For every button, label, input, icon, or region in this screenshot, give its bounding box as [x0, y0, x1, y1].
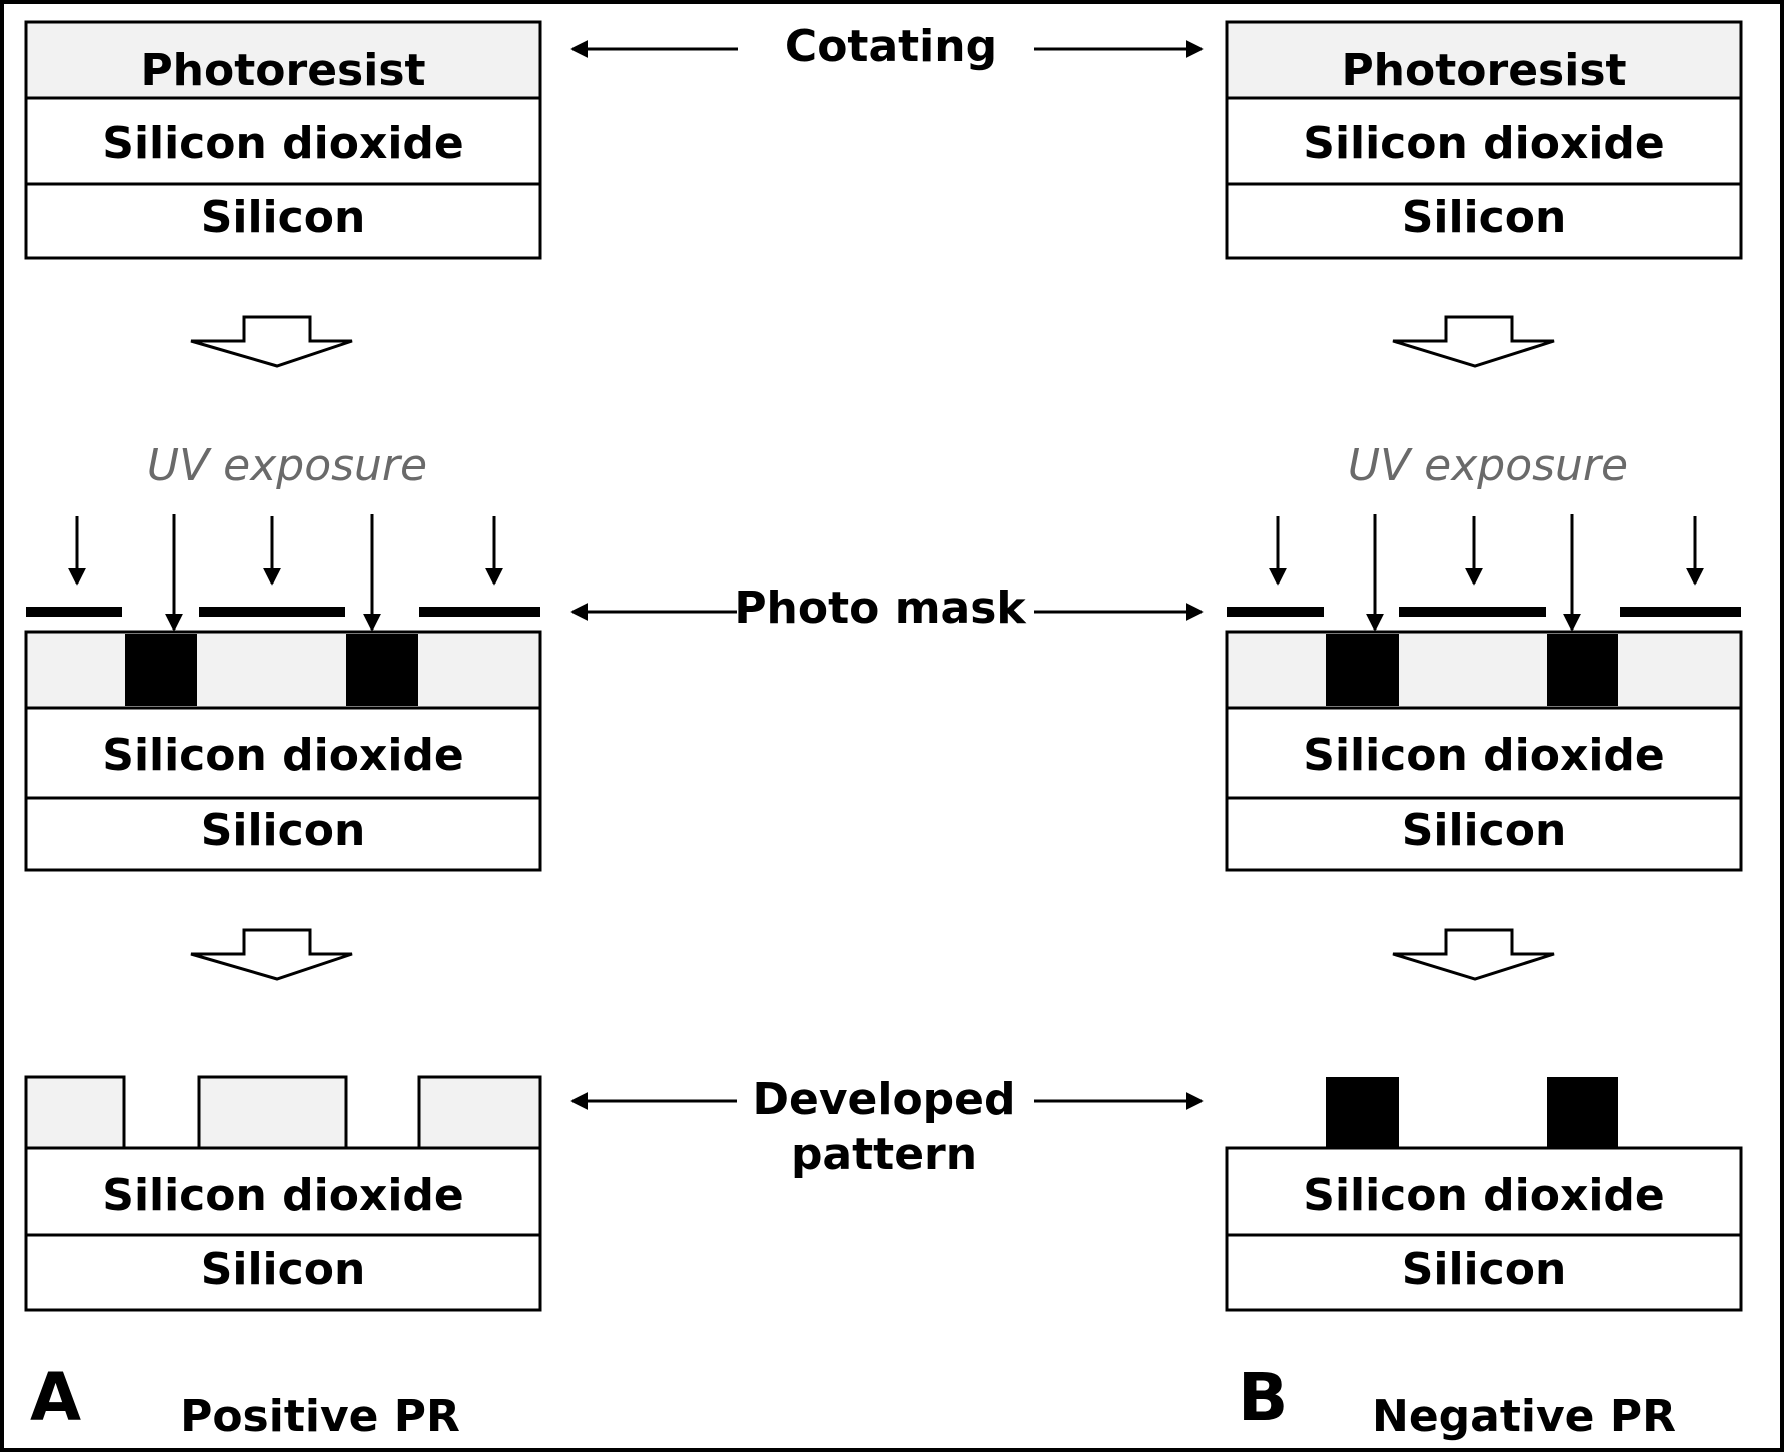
- silicon-dioxide-label: Silicon dioxide: [102, 118, 464, 169]
- uv-exposure-label: UV exposure: [147, 440, 427, 491]
- panel-a-caption: Positive PR: [180, 1391, 460, 1442]
- silicon-label: Silicon: [1402, 192, 1567, 243]
- silicon-layer: [1225, 1233, 1743, 1312]
- silicon-dioxide-label: Silicon dioxide: [1303, 1170, 1665, 1221]
- silicon-dioxide-layer: [1225, 1146, 1743, 1237]
- silicon-dioxide-label: Silicon dioxide: [102, 1170, 464, 1221]
- coating-label: Cotating: [785, 21, 997, 72]
- silicon-dioxide-layer: [24, 706, 542, 800]
- coating-connector: Cotating: [570, 21, 1204, 72]
- exposed-region: [1547, 634, 1618, 706]
- remaining-resist: [1326, 1077, 1399, 1148]
- pattern-label: pattern: [791, 1129, 977, 1180]
- exposed-region: [346, 634, 418, 706]
- negative-developed-stack: Silicon dioxide Silicon: [1225, 1077, 1743, 1312]
- process-step-arrow: [190, 928, 353, 981]
- mask-segment: [1227, 607, 1324, 617]
- remaining-resist: [1547, 1077, 1618, 1148]
- silicon-label: Silicon: [201, 1244, 366, 1295]
- silicon-layer: [1225, 182, 1743, 260]
- photoresist-layer: [24, 630, 542, 710]
- exposed-region: [125, 634, 197, 706]
- photo-mask: [26, 607, 540, 617]
- silicon-dioxide-layer: [24, 96, 542, 186]
- positive-developed-stack: Silicon dioxide Silicon: [24, 1075, 542, 1312]
- panel-b-caption: Negative PR: [1372, 1391, 1676, 1442]
- silicon-dioxide-layer: [24, 1146, 542, 1237]
- silicon-layer: [24, 1233, 542, 1312]
- panel-b-letter: B: [1238, 1359, 1288, 1436]
- mask-segment: [419, 607, 540, 617]
- positive-coated-stack: Photoresist Silicon dioxide Silicon: [24, 20, 542, 260]
- silicon-dioxide-label: Silicon dioxide: [102, 730, 464, 781]
- uv-exposure-label: UV exposure: [1348, 440, 1628, 491]
- remaining-resist: [417, 1075, 542, 1150]
- photo-mask: [1227, 607, 1741, 617]
- silicon-label: Silicon: [201, 192, 366, 243]
- photoresist-layer: [1225, 630, 1743, 710]
- uv-light-arrows: [1269, 514, 1704, 632]
- silicon-layer: [1225, 796, 1743, 872]
- remaining-resist: [24, 1075, 126, 1150]
- process-step-arrow: [1392, 928, 1555, 981]
- silicon-label: Silicon: [201, 805, 366, 856]
- silicon-label: Silicon: [1402, 805, 1567, 856]
- panel-a-letter: A: [30, 1359, 81, 1436]
- photoresist-label: Photoresist: [140, 45, 425, 96]
- silicon-dioxide-layer: [1225, 706, 1743, 800]
- remaining-resist: [197, 1075, 348, 1150]
- silicon-layer: [24, 182, 542, 260]
- silicon-dioxide-label: Silicon dioxide: [1303, 118, 1665, 169]
- process-step-arrow: [1392, 315, 1555, 368]
- process-step-arrow: [190, 315, 353, 368]
- developed-label: Developed: [752, 1074, 1015, 1125]
- silicon-label: Silicon: [1402, 1244, 1567, 1295]
- mask-segment: [26, 607, 122, 617]
- mask-segment: [1620, 607, 1741, 617]
- photo-mask-connector: Photo mask: [570, 583, 1204, 634]
- exposed-region: [1326, 634, 1399, 706]
- developed-pattern-connector: Developed pattern: [570, 1074, 1204, 1180]
- photoresist-label: Photoresist: [1341, 45, 1626, 96]
- silicon-dioxide-label: Silicon dioxide: [1303, 730, 1665, 781]
- negative-coated-stack: Photoresist Silicon dioxide Silicon: [1225, 20, 1743, 260]
- mask-segment: [199, 607, 345, 617]
- uv-light-arrows: [68, 514, 503, 632]
- photo-mask-label: Photo mask: [734, 583, 1027, 634]
- negative-exposed-stack: Silicon dioxide Silicon: [1225, 630, 1743, 872]
- positive-exposed-stack: Silicon dioxide Silicon: [24, 630, 542, 872]
- mask-segment: [1399, 607, 1546, 617]
- silicon-layer: [24, 796, 542, 872]
